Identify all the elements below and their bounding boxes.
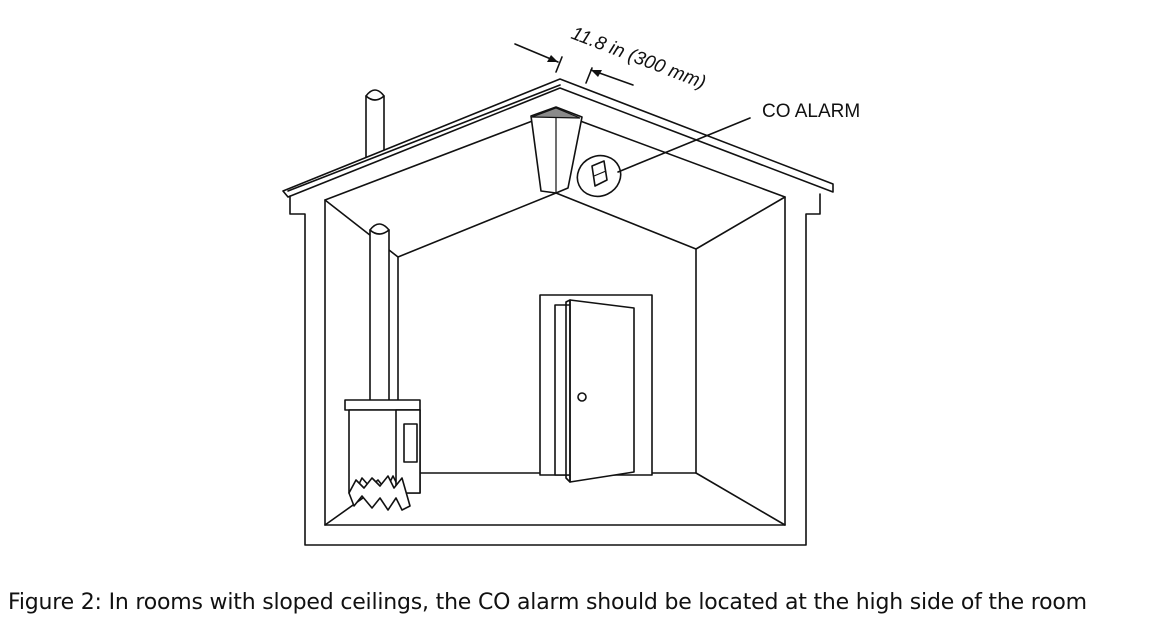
door xyxy=(539,294,653,483)
dimension-label: 11.8 in (300 mm) xyxy=(568,23,708,94)
roof-chimney xyxy=(365,89,385,163)
roof xyxy=(282,78,834,198)
stove-pipe xyxy=(369,223,390,403)
outer-wall xyxy=(289,193,821,546)
door-knob xyxy=(577,392,587,402)
co-alarm-label: CO ALARM xyxy=(762,101,860,122)
dimension-marker xyxy=(514,43,634,86)
figure-caption: Figure 2: In rooms with sloped ceilings,… xyxy=(8,590,1087,615)
wood-stove xyxy=(344,399,421,511)
co-alarm xyxy=(576,154,622,198)
alarm-leader-line xyxy=(617,117,751,173)
